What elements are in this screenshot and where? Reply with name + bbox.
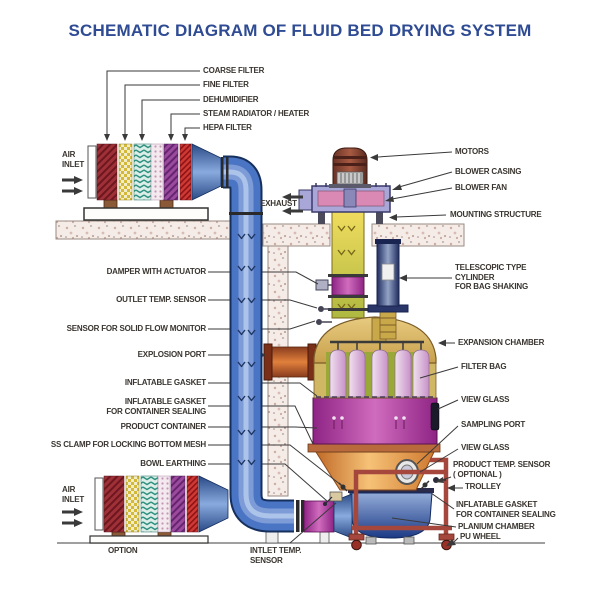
label-planium-chamber: PLANIUM CHAMBER [458,522,535,531]
plenum-chamber-bowl [349,492,433,539]
view-glass-shape [430,402,440,431]
exhaust-arrow [282,207,303,215]
trolley-frame [352,457,452,540]
explosion-port-duct [263,343,317,381]
label-dehumidifier: DEHUMIDIFIER [203,95,259,104]
label-option: OPTION [108,546,138,555]
pu-wheel-shape [351,539,362,551]
label-solid-flow-monitor: SENSOR FOR SOLID FLOW MONITOR [66,324,207,333]
product-container-shell [312,397,438,445]
label-expansion-chamber: EXPANSION CHAMBER [458,338,545,347]
label-inlet-temp-sensor: INTLET TEMP. SENSOR [250,546,302,565]
label-inflatable-gasket-left: INFLATABLE GASKET [124,378,206,387]
air-inlet-arrow [62,187,83,195]
air-inlet-arrow [62,519,83,527]
label-inflatable-gasket-right: INFLATABLE GASKET FOR CONTAINER SEALING [456,500,556,519]
label-inflatable-gasket-seal: INFLATABLE GASKET FOR CONTAINER SEALING [106,397,206,416]
label-pu-wheel: PU WHEEL [460,532,501,541]
label-ss-clamp: SS CLAMP FOR LOCKING BOTTOM MESH [50,440,206,449]
inlet-temp-sensor-icon [329,491,343,502]
label-air-inlet-top: AIR INLET [62,150,85,169]
telescopic-cylinder [367,239,409,340]
label-steam-radiator: STEAM RADIATOR / HEATER [203,109,310,118]
label-trolley: TROLLEY [465,482,501,491]
flow-arrows [62,176,303,527]
filter-bags [329,349,430,398]
inlet-filter-bottom [89,475,229,544]
inlet-filter-top [83,143,229,221]
label-telescopic-cylinder: TELESCOPIC TYPE CYLINDER FOR BAG SHAKING [455,263,529,291]
container-gasket-ledge [307,443,441,453]
exhaust-arrow [282,193,303,201]
label-product-container: PRODUCT CONTAINER [120,422,207,431]
label-pointer-lines-top [104,70,200,141]
label-view-glass-upper: VIEW GLASS [461,395,510,404]
drying-vessel [265,239,455,551]
label-pointer-lines-right [289,151,463,546]
damper-actuator-icon [315,279,329,291]
label-explosion-port: EXPLOSION PORT [137,350,207,359]
label-product-temp-sensor: PRODUCT TEMP. SENSOR ( OPTIONAL ) [453,460,551,479]
page-title: SCHEMATIC DIAGRAM OF FLUID BED DRYING SY… [68,21,532,40]
bowl-earthing-icon [323,502,327,506]
label-outlet-temp-sensor: OUTLET TEMP. SENSOR [116,295,206,304]
label-blower-casing: BLOWER CASING [455,167,522,176]
air-inlet-arrow [62,176,83,184]
label-motors: MOTORS [455,147,489,156]
blower-assembly [298,147,391,325]
solid-flow-sensor-icon [316,319,322,325]
air-supply-pipe [213,155,294,533]
label-blower-fan: BLOWER FAN [455,183,507,192]
label-air-inlet-bottom: AIR INLET [62,485,85,504]
label-exhaust: EXHAUST [260,199,297,208]
label-filter-bag: FILTER BAG [461,362,507,371]
label-mounting-structure: MOUNTING STRUCTURE [450,210,542,219]
label-damper-with-actuator: DAMPER WITH ACTUATOR [106,267,207,276]
outlet-temp-sensor-icon [318,306,324,312]
label-hepa-filter: HEPA FILTER [203,123,252,132]
label-view-glass-lower: VIEW GLASS [461,443,510,452]
label-fine-filter: FINE FILTER [203,80,249,89]
label-bowl-earthing: BOWL EARTHING [140,459,206,468]
duct-damper-band [331,276,365,296]
air-inlet-arrow [62,508,83,516]
label-sampling-port: SAMPLING PORT [461,420,526,429]
label-coarse-filter: COARSE FILTER [203,66,265,75]
